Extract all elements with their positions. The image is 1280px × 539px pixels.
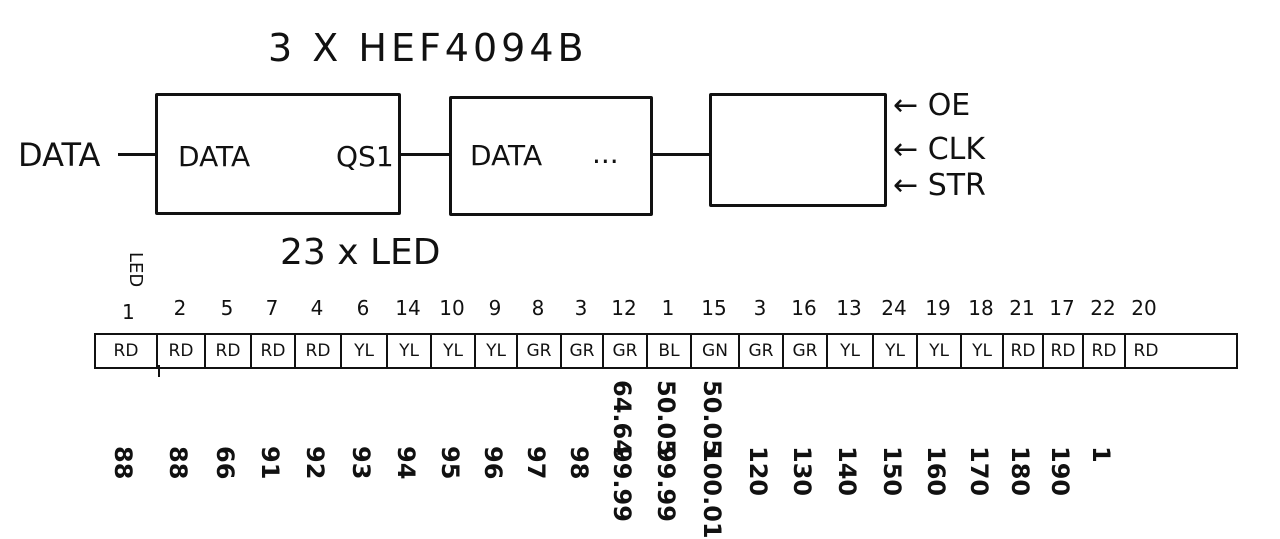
resistor-value: 140 [833,446,861,497]
led-index: 3 [574,296,588,320]
strip-cell: YL [828,335,874,367]
strip-cell: GN [692,335,740,367]
resistor-value: 92 [301,446,329,480]
led-index: 5 [220,296,234,320]
resistor-value: 95 [436,446,464,480]
strip-cell: YL [874,335,918,367]
strip-cell: GR [518,335,562,367]
strip-cell: RD [1133,341,1159,361]
resistor-value: 94 [392,446,420,480]
strip-cell: YL [918,335,962,367]
resistor-value: 93 [347,446,375,480]
led-index: 19 [925,296,951,320]
chip-1-to-chip-2-wire [400,153,452,156]
chip-1-qs1-pin: QS1 [336,140,394,173]
strip-cell: YL [476,335,518,367]
resistor-value: 99.99 [652,446,680,522]
resistor-value: 180 [1006,446,1034,497]
resistor-value: 150 [878,446,906,497]
strip-cell: YL [342,335,388,367]
strip-cell: RD [1044,335,1084,367]
led-index: 10 [439,296,465,320]
strip-cell: YL [962,335,1004,367]
strip-cell: RD [296,335,342,367]
resistor-value: 66 [211,446,239,480]
data-input-label: DATA [18,136,101,174]
strip-cell: RD [158,335,206,367]
strip-cell: GR [562,335,604,367]
resistor-value: 160 [922,446,950,497]
led-index: 20 [1131,296,1157,320]
led-first-index: 1 [122,300,135,324]
led-index: 8 [531,296,545,320]
strip-cell: GR [604,335,648,367]
oe-label: OE [927,88,971,123]
resistor-value: 120 [744,446,772,497]
resistor-value: 88 [109,446,137,480]
strip-cell: BL [648,335,692,367]
led-index: 13 [836,296,862,320]
chip-1-data-pin: DATA [178,140,251,173]
strip-cell: RD [252,335,296,367]
strip-cell: RD [1004,335,1044,367]
resistor-value: 99.99 [608,446,636,522]
resistor-value: 91 [256,446,284,480]
strip-cell: YL [432,335,476,367]
strip-cell: RD [1084,335,1126,367]
resistor-value-upper: 64.64 [608,380,636,456]
shift-register-chip-2: DATA ... [449,96,653,216]
strip-cell: RD [206,335,252,367]
str-arrow-icon: ← [893,168,919,203]
str-label: STR [927,168,986,203]
strip-cell: GR [740,335,784,367]
resistor-value: 170 [965,446,993,497]
resistor-value: 98 [565,446,593,480]
chip-2-data-pin: DATA [470,139,543,172]
shift-register-chip-1: DATA QS1 [155,93,401,215]
data-input-wire [118,153,158,156]
led-index: 15 [701,296,727,320]
chip-2-to-chip-3-wire [652,153,712,156]
led-index: 17 [1049,296,1075,320]
resistor-value: 96 [479,446,507,480]
oe-arrow-icon: ← [893,88,919,123]
resistor-value: 88 [164,446,192,480]
resistor-value: 1 [1087,446,1115,463]
chip-2-ellipsis: ... [592,137,619,170]
resistor-value: 100.01 [698,446,726,539]
strip-cell: GR [784,335,828,367]
led-index: 12 [611,296,637,320]
clk-arrow-icon: ← [893,132,919,167]
oe-input: ← OE [893,88,970,123]
diagram-title: 3 X HEF4094B [268,26,588,70]
resistor-value-upper: 50.05 [652,380,680,456]
strip-tick [158,365,160,377]
led-index: 1 [661,296,675,320]
led-axis-label: LED [125,252,146,288]
led-index: 14 [395,296,421,320]
resistor-value: 130 [788,446,816,497]
led-index: 18 [968,296,994,320]
resistor-value-upper: 50.05 [698,380,726,456]
led-index: 7 [265,296,279,320]
led-index: 2 [173,296,187,320]
led-index: 6 [356,296,370,320]
led-count-label: 23 x LED [280,232,441,273]
led-index: 24 [881,296,907,320]
resistor-value: 190 [1046,446,1074,497]
led-index: 22 [1090,296,1116,320]
led-index: 3 [753,296,767,320]
led-index: 21 [1009,296,1035,320]
led-index: 9 [488,296,502,320]
shift-register-chip-3 [709,93,887,207]
str-input: ← STR [893,168,986,203]
led-index: 4 [310,296,324,320]
strip-cell: YL [388,335,432,367]
resistor-value: 97 [522,446,550,480]
clk-label: CLK [927,132,986,167]
strip-cell: RD [96,335,158,367]
clk-input: ← CLK [893,132,985,167]
led-index: 16 [791,296,817,320]
